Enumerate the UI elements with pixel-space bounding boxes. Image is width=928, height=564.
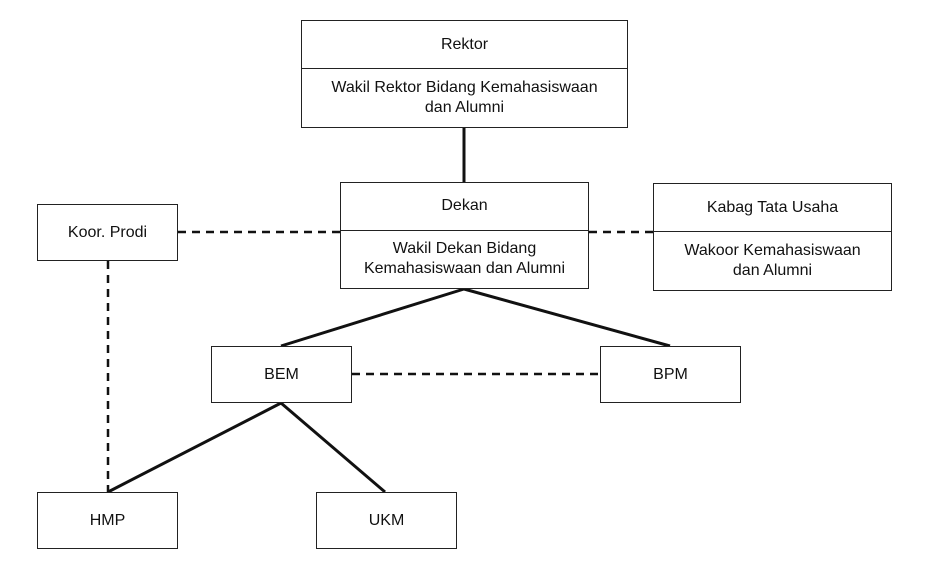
connector-dekan-bpm (463, 287, 671, 348)
node-bpm-title: BPM (653, 365, 688, 383)
node-kabag-tata-usaha: Kabag Tata Usaha Wakoor Kemahasiswaan da… (653, 183, 892, 291)
node-hmp: HMP (37, 492, 178, 549)
node-koor-prodi-title: Koor. Prodi (67, 223, 148, 241)
node-ukm: UKM (316, 492, 457, 549)
node-kabag-title: Kabag Tata Usaha (706, 198, 839, 216)
connector-bem-hmp (107, 401, 282, 494)
node-koor-prodi: Koor. Prodi (37, 204, 178, 261)
node-dekan: Dekan Wakil Dekan Bidang Kemahasiswaan d… (340, 182, 589, 289)
connector-bem-ukm (280, 401, 386, 494)
node-rektor-title: Rektor (440, 35, 489, 53)
node-dekan-title: Dekan (441, 197, 488, 215)
node-ukm-title: UKM (368, 511, 405, 529)
node-dekan-subtitle: Wakil Dekan Bidang Kemahasiswaan dan Alu… (341, 229, 588, 288)
node-bem: BEM (211, 346, 352, 403)
node-bpm: BPM (600, 346, 741, 403)
connector-dekan-bem (280, 287, 465, 348)
node-rektor: Rektor Wakil Rektor Bidang Kemahasiswaan… (301, 20, 628, 128)
node-hmp-title: HMP (89, 511, 126, 529)
node-bem-title: BEM (264, 365, 299, 383)
node-kabag-subtitle: Wakoor Kemahasiswaan dan Alumni (654, 231, 891, 290)
node-rektor-subtitle: Wakil Rektor Bidang Kemahasiswaan dan Al… (302, 68, 627, 127)
